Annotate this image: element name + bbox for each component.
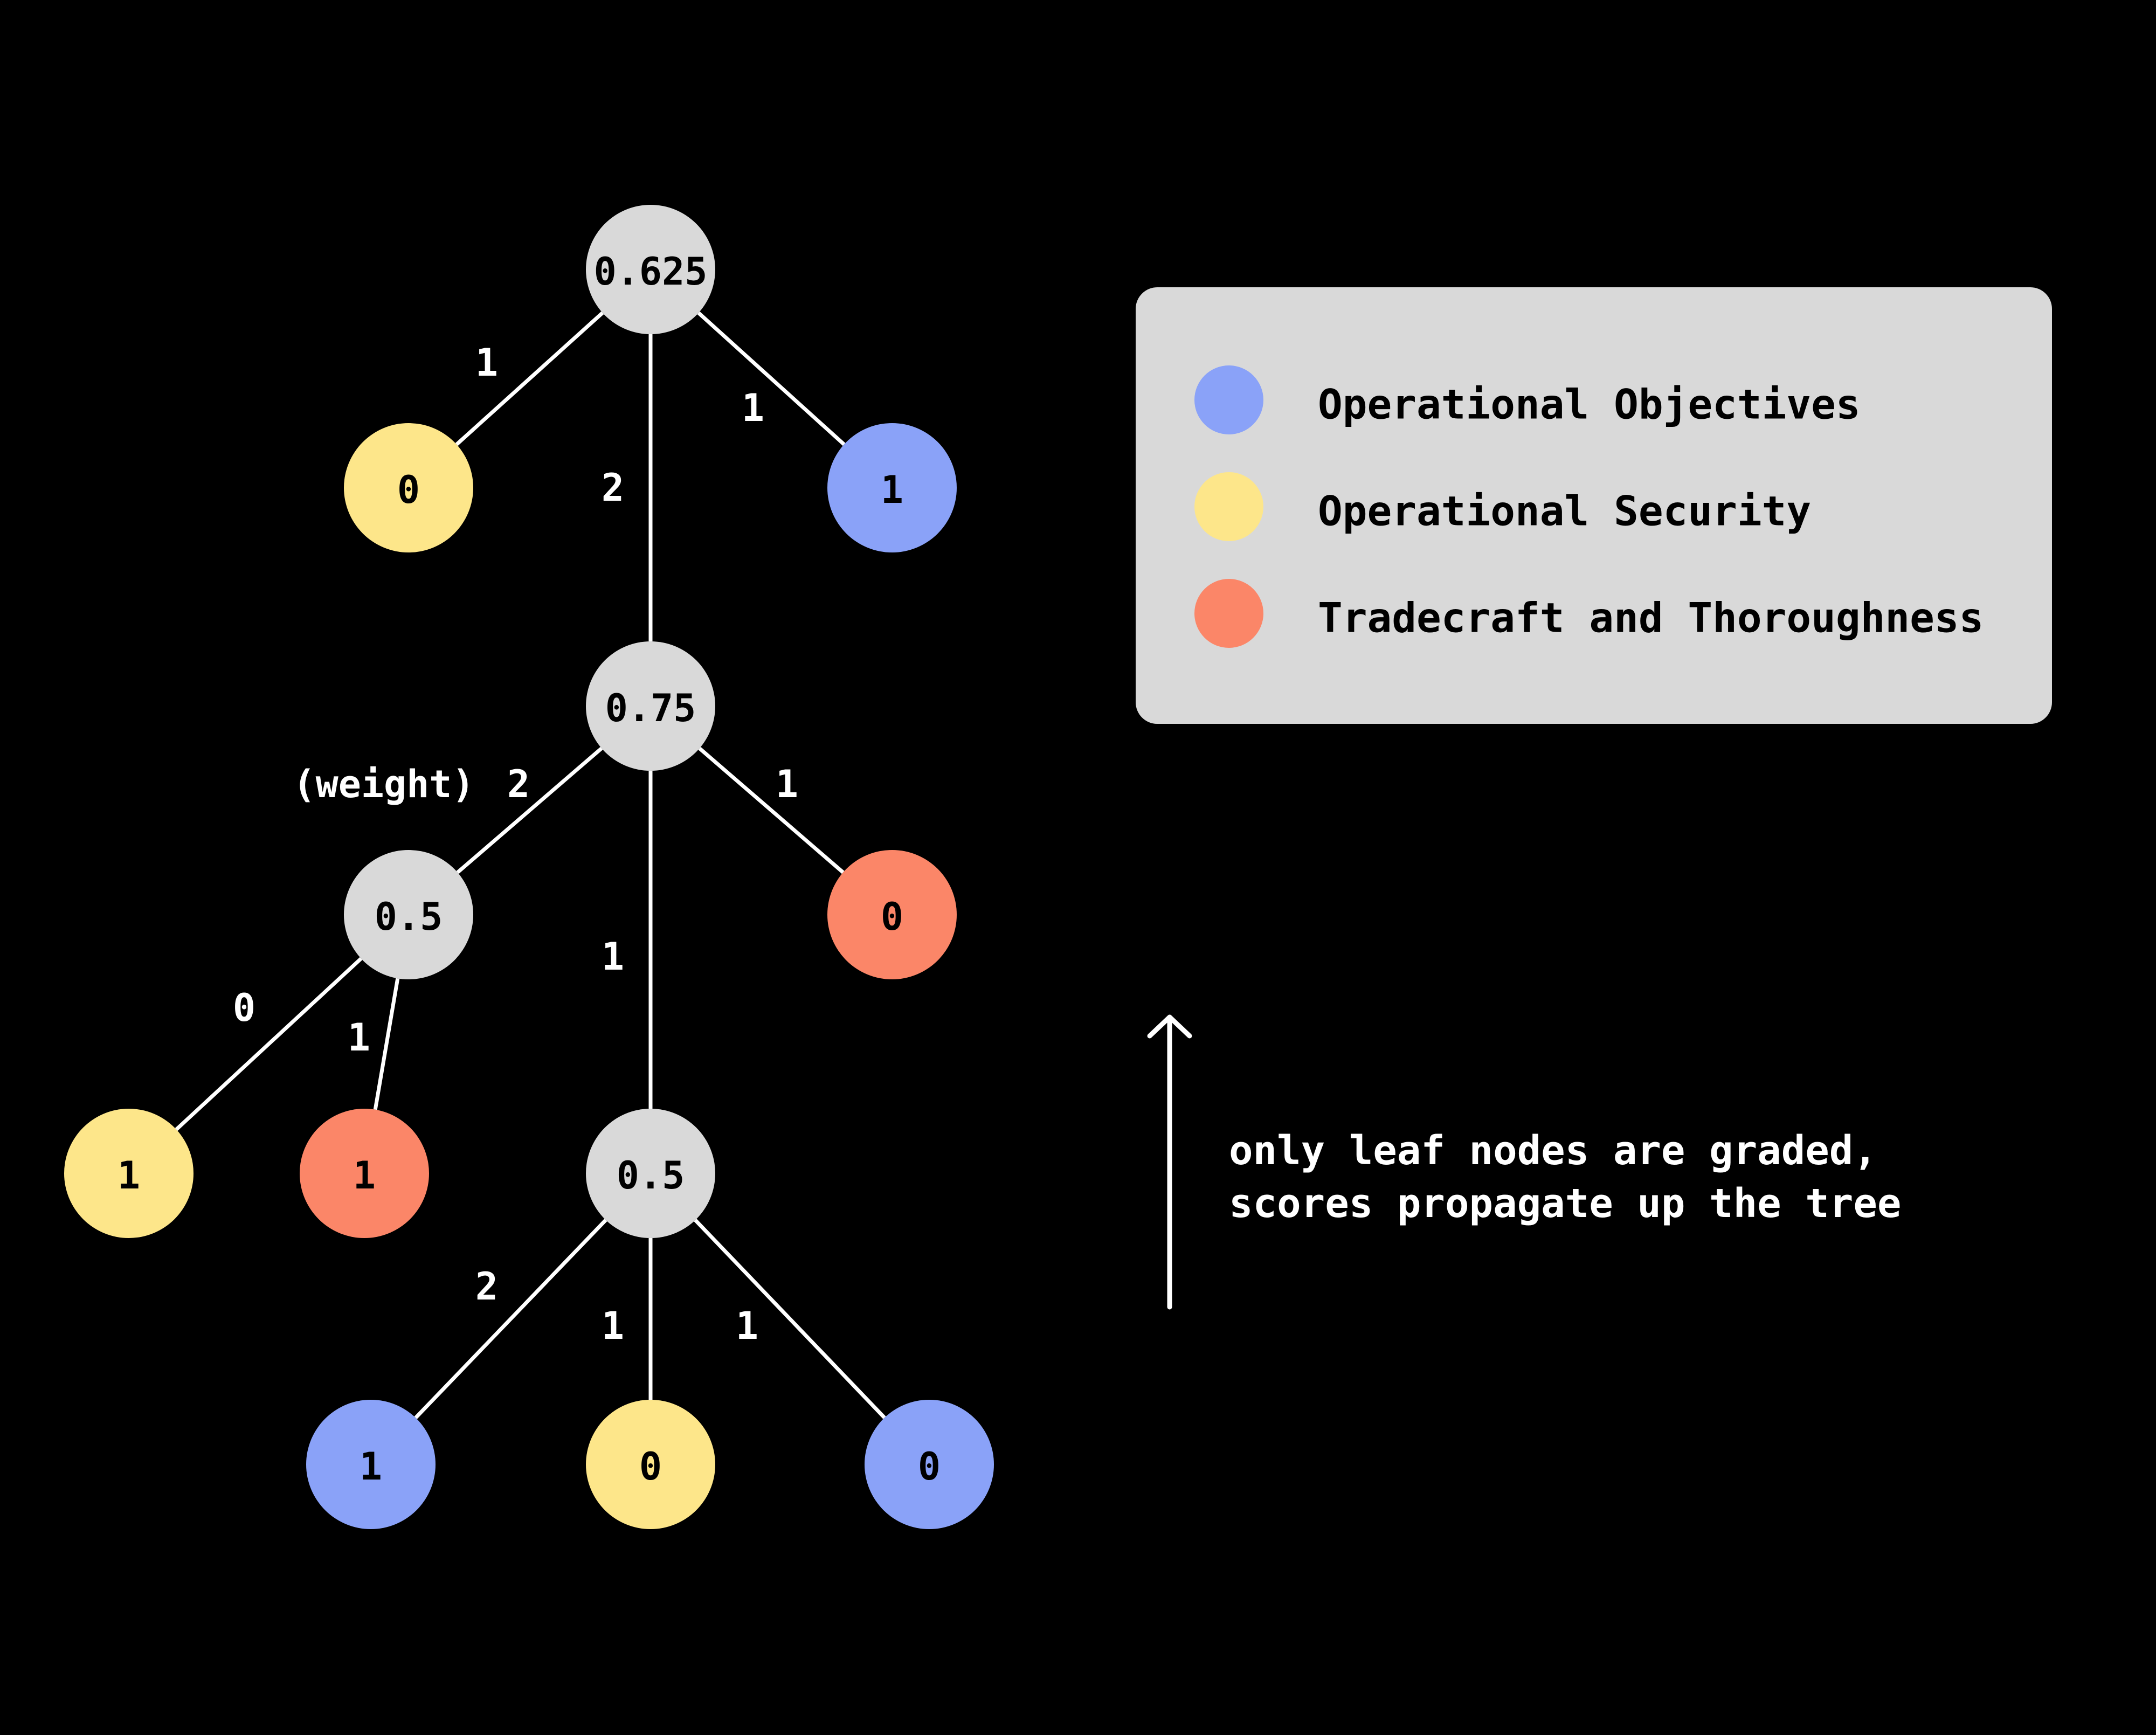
node-score-low-left: 1 [360, 1444, 382, 1489]
node-score-mid: 0.75 [605, 686, 696, 730]
node-circle-root-left [344, 423, 473, 552]
legend: Operational Objectives Operational Secur… [1136, 287, 2052, 724]
node-score-low: 0.5 [617, 1153, 685, 1198]
node-low-right: 0 [865, 1400, 994, 1529]
node-low-left: 1 [306, 1400, 436, 1529]
edge-weight-mid-to-mid-left: 2 [507, 762, 530, 806]
edge-weight-low-to-low-center: 1 [602, 1304, 624, 1348]
node-root: 0.625 [586, 205, 715, 334]
node-score-ml-left: 1 [118, 1153, 140, 1198]
node-circle-mid-left [344, 850, 473, 979]
edge-low-to-low-right [694, 1219, 886, 1419]
edge-weight-mid-to-low: 1 [602, 935, 624, 979]
node-circle-low-left [306, 1400, 436, 1529]
edge-weight-low-to-low-right: 1 [736, 1304, 758, 1348]
node-mid-left: 0.5 [344, 850, 473, 979]
legend-swatch-operational-security [1194, 472, 1263, 541]
node-circle-ml-right [300, 1109, 429, 1238]
tree-edges [175, 311, 886, 1419]
tree-nodes: 0.625 0 1 0.75 0.5 0 1 1 0.5 1 0 0 [64, 205, 994, 1529]
edge-mid-to-mid-left [456, 746, 603, 874]
node-score-low-center: 0 [639, 1444, 662, 1489]
node-root-right: 1 [827, 423, 957, 552]
node-mid: 0.75 [586, 641, 715, 771]
node-circle-ml-left [64, 1109, 194, 1238]
edge-weight-annotation: (weight) [293, 762, 474, 806]
edge-weight-mid-to-mid-right: 1 [776, 762, 798, 806]
legend-swatch-tradecraft-and-thoroughness [1194, 579, 1263, 648]
edge-weight-low-to-low-left: 2 [475, 1264, 498, 1309]
node-circle-mid [586, 641, 715, 771]
edge-weight-root-to-root-left: 1 [475, 341, 498, 385]
node-low-center: 0 [586, 1400, 715, 1529]
edge-root-to-root-right [697, 311, 846, 446]
legend-swatch-operational-objectives [1194, 365, 1263, 434]
node-mid-right: 0 [827, 850, 957, 979]
edge-mid-to-mid-right [698, 746, 845, 874]
node-score-root-left: 0 [397, 468, 420, 512]
node-score-root: 0.625 [594, 250, 708, 294]
edge-weight-root-to-root-right: 1 [742, 386, 764, 430]
node-low: 0.5 [586, 1109, 715, 1238]
note-line-2: scores propagate up the tree [1229, 1180, 1901, 1227]
node-circle-root-right [827, 423, 957, 552]
edge-mid-left-to-ml-right [373, 978, 400, 1110]
edge-low-to-low-left [414, 1219, 607, 1419]
node-root-left: 0 [344, 423, 473, 552]
propagation-note: only leaf nodes are graded, scores propa… [1229, 1128, 1901, 1227]
edge-weight-mid-left-to-ml-left: 0 [233, 986, 255, 1030]
node-ml-left: 1 [64, 1109, 194, 1238]
node-circle-mid-right [827, 850, 957, 979]
edge-weight-labels: 1 2 1 2 (weight) 1 1 0 1 2 1 1 [233, 341, 798, 1348]
note-line-1: only leaf nodes are graded, [1229, 1128, 1877, 1174]
edge-mid-left-to-ml-left [175, 957, 363, 1131]
legend-label-operational-objectives: Operational Objectives [1318, 381, 1861, 428]
node-score-mid-left: 0.5 [375, 895, 443, 939]
node-score-root-right: 1 [881, 468, 903, 512]
legend-panel [1136, 287, 2052, 724]
node-score-low-right: 0 [918, 1444, 941, 1489]
node-circle-low-center [586, 1400, 715, 1529]
edge-root-to-root-left [455, 311, 604, 446]
node-score-ml-right: 1 [353, 1153, 376, 1198]
up-arrow-icon [1147, 1014, 1192, 1310]
node-circle-low [586, 1109, 715, 1238]
legend-label-operational-security: Operational Security [1318, 487, 1811, 535]
edge-weight-root-to-mid: 2 [602, 466, 624, 510]
node-ml-right: 1 [300, 1109, 429, 1238]
legend-label-tradecraft-and-thoroughness: Tradecraft and Thoroughness [1318, 594, 1984, 642]
node-circle-root [586, 205, 715, 334]
node-circle-low-right [865, 1400, 994, 1529]
node-score-mid-right: 0 [881, 895, 903, 939]
edge-weight-mid-left-to-ml-right: 1 [348, 1015, 370, 1060]
